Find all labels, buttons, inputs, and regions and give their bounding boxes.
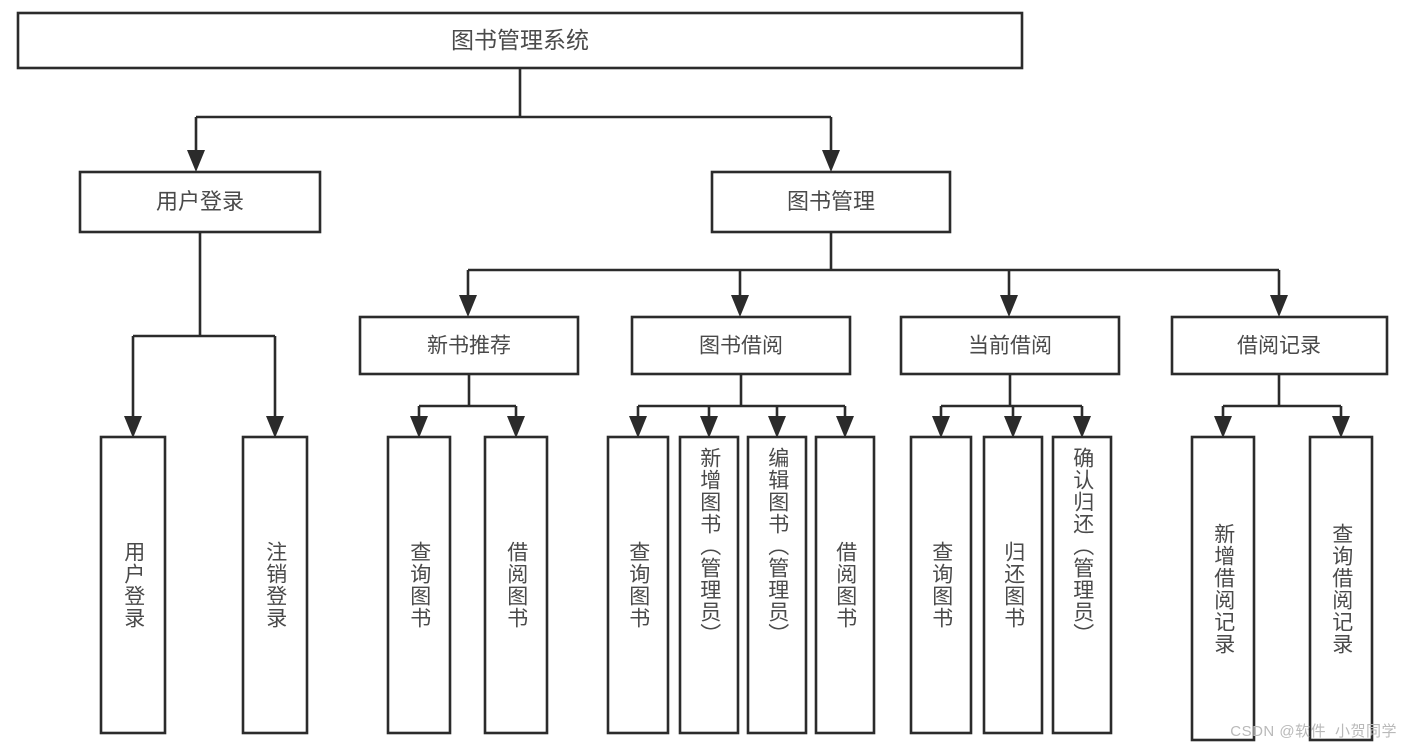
arrowhead-leaf-query-book-3 (932, 416, 950, 438)
node-root-label: 图书管理系统 (451, 27, 589, 53)
node-new-book-recommend-box[interactable] (358, 315, 580, 376)
arrowhead-leaf-user-login (124, 416, 142, 438)
arrowhead-user-login (187, 150, 205, 172)
arrowhead-leaf-query-record (1332, 416, 1350, 438)
node-new-book-recommend[interactable]: 新书推荐 (358, 315, 580, 376)
node-book-management-box[interactable] (710, 170, 952, 234)
arrowhead-leaf-borrow-book-1 (507, 416, 525, 438)
connector-group (131, 68, 1343, 417)
node-book-borrow-box[interactable] (630, 315, 852, 376)
leaf-box-query-book-1[interactable] (386, 435, 452, 735)
leaf-box-query-record[interactable] (1308, 435, 1374, 742)
node-current-borrow-box[interactable] (899, 315, 1121, 376)
node-borrow-record[interactable]: 借阅记录 (1170, 315, 1389, 376)
leaf-box-borrow-book-2[interactable] (814, 435, 876, 735)
arrowhead-borrow-record (1270, 295, 1288, 317)
arrowhead-leaf-confirm-return (1073, 416, 1091, 438)
node-user-login-label: 用户登录 (156, 189, 244, 214)
leaf-box-add-record[interactable] (1190, 435, 1256, 742)
leaf-box-return-book[interactable] (982, 435, 1044, 735)
arrowhead-new-book-recommend (459, 295, 477, 317)
leaf-box-logout[interactable] (241, 435, 309, 735)
arrowhead-leaf-logout (266, 416, 284, 438)
arrowhead-leaf-borrow-book-2 (836, 416, 854, 438)
leaf-box-user-login[interactable] (99, 435, 167, 735)
arrowhead-book-management (822, 150, 840, 172)
node-borrow-record-box[interactable] (1170, 315, 1389, 376)
leaf-box-borrow-book-1[interactable] (483, 435, 549, 735)
node-book-management-label: 图书管理 (787, 189, 875, 214)
leaf-box-edit-book[interactable] (746, 435, 808, 735)
arrowhead-leaf-add-book (700, 416, 718, 438)
leaf-box-query-book-2[interactable] (606, 435, 670, 735)
leaf-box-group (99, 435, 1374, 742)
node-new-book-recommend-label: 新书推荐 (427, 335, 511, 358)
node-book-borrow[interactable]: 图书借阅 (630, 315, 852, 376)
arrowhead-book-borrow (731, 295, 749, 317)
arrowhead-leaf-add-record (1214, 416, 1232, 438)
node-book-management[interactable]: 图书管理 (710, 170, 952, 234)
arrowhead-leaf-query-book-1 (410, 416, 428, 438)
node-borrow-record-label: 借阅记录 (1237, 335, 1321, 358)
arrowhead-leaf-query-book-2 (629, 416, 647, 438)
node-user-login[interactable]: 用户登录 (78, 170, 322, 234)
node-book-borrow-label: 图书借阅 (699, 335, 783, 358)
node-root[interactable]: 图书管理系统 (16, 11, 1024, 70)
node-root-box[interactable] (16, 11, 1024, 70)
node-user-login-box[interactable] (78, 170, 322, 234)
node-current-borrow-label: 当前借阅 (968, 335, 1052, 358)
arrowhead-leaf-edit-book (768, 416, 786, 438)
node-current-borrow[interactable]: 当前借阅 (899, 315, 1121, 376)
leaf-box-query-book-3[interactable] (909, 435, 973, 735)
leaf-box-confirm-return[interactable] (1051, 435, 1113, 735)
arrowhead-current-borrow (1000, 295, 1018, 317)
arrowhead-leaf-return-book (1004, 416, 1022, 438)
leaf-box-add-book[interactable] (678, 435, 740, 735)
